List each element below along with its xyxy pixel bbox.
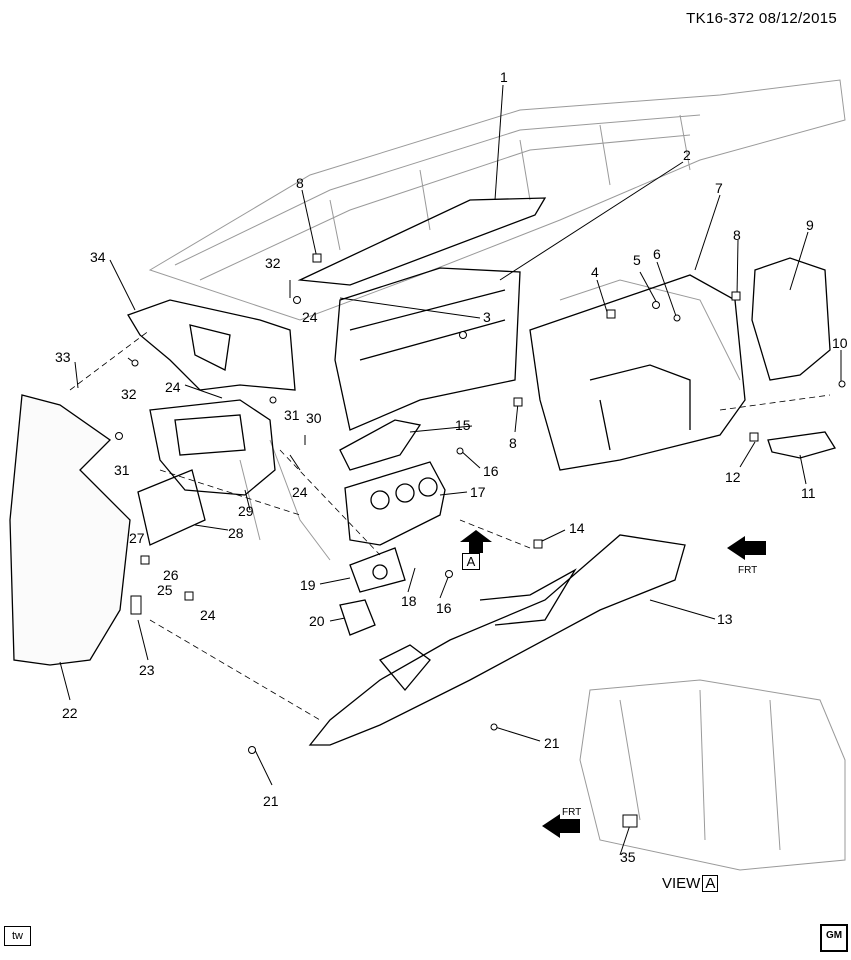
callout-14: 14 bbox=[569, 520, 585, 536]
tw-badge: tw bbox=[4, 926, 31, 946]
callout-8: 8 bbox=[296, 175, 304, 191]
callout-27: 27 bbox=[129, 530, 145, 546]
callout-25: 25 bbox=[157, 582, 173, 598]
drawing-date: 08/12/2015 bbox=[758, 10, 837, 27]
callout-20: 20 bbox=[309, 613, 325, 629]
arrow-a-view bbox=[460, 530, 492, 553]
callout-8: 8 bbox=[733, 227, 741, 243]
callout-16: 16 bbox=[436, 600, 452, 616]
part-outlines bbox=[9, 197, 837, 746]
view-a-reference-box: A bbox=[462, 553, 480, 570]
fasteners bbox=[115, 253, 846, 828]
callout-21: 21 bbox=[263, 793, 279, 809]
callout-labels: 1 2 3 4 5 6 7 8 8 8 9 10 11 12 13 14 15 … bbox=[55, 69, 848, 865]
callout-24: 24 bbox=[200, 607, 216, 623]
frt-arrow-icon-view-a bbox=[542, 814, 580, 838]
part-28-label-panel bbox=[137, 469, 206, 546]
callout-12: 12 bbox=[725, 469, 741, 485]
callout-16: 16 bbox=[483, 463, 499, 479]
callout-15: 15 bbox=[455, 417, 471, 433]
callout-31: 31 bbox=[114, 462, 130, 478]
drawing-header: TK16-372 08/12/2015 bbox=[686, 10, 837, 27]
leader-lines bbox=[59, 84, 842, 856]
callout-22: 22 bbox=[62, 705, 78, 721]
callout-32: 32 bbox=[265, 255, 281, 271]
frt-label-view-a: FRT bbox=[562, 807, 581, 818]
background-body-structure bbox=[148, 79, 846, 871]
callout-9: 9 bbox=[806, 217, 814, 233]
part-34-upper-trim bbox=[127, 299, 296, 391]
callout-17: 17 bbox=[470, 484, 486, 500]
callout-35: 35 bbox=[620, 849, 636, 865]
callout-1: 1 bbox=[500, 69, 508, 85]
view-label-letter: A bbox=[702, 875, 719, 892]
callout-31: 31 bbox=[284, 407, 300, 423]
callout-2: 2 bbox=[683, 147, 691, 163]
callout-24: 24 bbox=[302, 309, 318, 325]
part-19-switch-assembly bbox=[349, 547, 406, 593]
part-13-lower-panel bbox=[308, 534, 686, 746]
callout-28: 28 bbox=[228, 525, 244, 541]
frt-label: FRT bbox=[738, 565, 757, 576]
part-1-upper-strip bbox=[297, 197, 547, 286]
callout-11: 11 bbox=[801, 485, 816, 501]
callout-32: 32 bbox=[121, 386, 137, 402]
alignment-lines bbox=[69, 329, 831, 721]
callout-7: 7 bbox=[715, 180, 723, 196]
callout-26: 26 bbox=[163, 567, 179, 583]
callout-24: 24 bbox=[292, 484, 308, 500]
callout-13: 13 bbox=[717, 611, 733, 627]
callout-8: 8 bbox=[509, 435, 517, 451]
callout-24: 24 bbox=[165, 379, 181, 395]
callout-29: 29 bbox=[238, 503, 254, 519]
part-22-side-trim-panel bbox=[9, 394, 131, 666]
callout-10: 10 bbox=[832, 335, 848, 351]
callout-4: 4 bbox=[591, 264, 599, 280]
gm-logo: GM bbox=[820, 924, 848, 952]
part-15-trim-piece bbox=[339, 419, 422, 471]
drawing-id: TK16-372 bbox=[686, 10, 755, 27]
view-label-text: VIEW bbox=[662, 875, 701, 892]
callout-33: 33 bbox=[55, 349, 71, 365]
callout-19: 19 bbox=[300, 577, 316, 593]
part-11-small-trim bbox=[767, 431, 837, 459]
part-29-vent-housing bbox=[149, 399, 276, 496]
callout-30: 30 bbox=[306, 410, 322, 426]
callout-23: 23 bbox=[139, 662, 155, 678]
part-9-end-panel bbox=[751, 257, 831, 381]
callout-18: 18 bbox=[401, 593, 417, 609]
part-20-switch bbox=[339, 599, 376, 636]
part-2-instrument-cluster bbox=[334, 267, 521, 431]
callout-3: 3 bbox=[483, 309, 491, 325]
callout-21: 21 bbox=[544, 735, 560, 751]
part-7-right-trim bbox=[529, 274, 746, 471]
part-17-center-bezel bbox=[344, 461, 446, 546]
callout-5: 5 bbox=[633, 252, 641, 268]
callout-6: 6 bbox=[653, 246, 661, 262]
callout-34: 34 bbox=[90, 249, 106, 265]
frt-arrow-icon bbox=[727, 536, 766, 560]
